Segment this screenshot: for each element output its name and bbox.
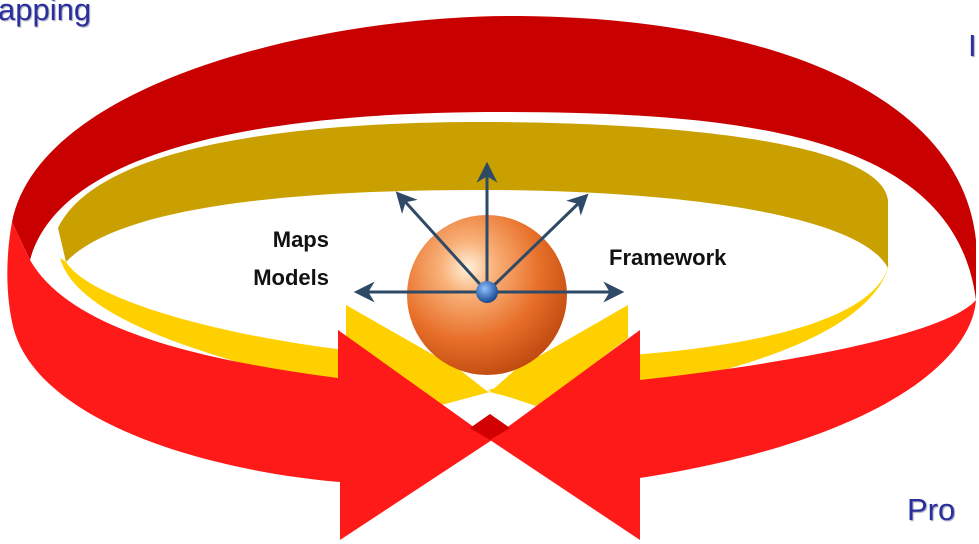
bottom-right-label: Pro	[907, 492, 956, 527]
outer-ring-crossing	[470, 414, 510, 440]
top-right-label: I	[968, 28, 977, 63]
outer-ring-left-front	[7, 222, 492, 540]
inner-band-back	[58, 122, 888, 268]
vector-arrows-icon	[353, 161, 625, 303]
inner-band-left-chevron	[346, 305, 488, 405]
outer-ring-right-front	[490, 300, 976, 540]
framework-label: Framework	[609, 245, 727, 270]
maps-label: Maps	[272, 227, 329, 252]
top-left-label: apping	[0, 0, 92, 27]
inner-band-right-chevron	[490, 305, 628, 405]
outer-ring-back	[12, 15, 976, 300]
models-label: Models	[253, 265, 329, 290]
origin-dot	[476, 281, 498, 303]
